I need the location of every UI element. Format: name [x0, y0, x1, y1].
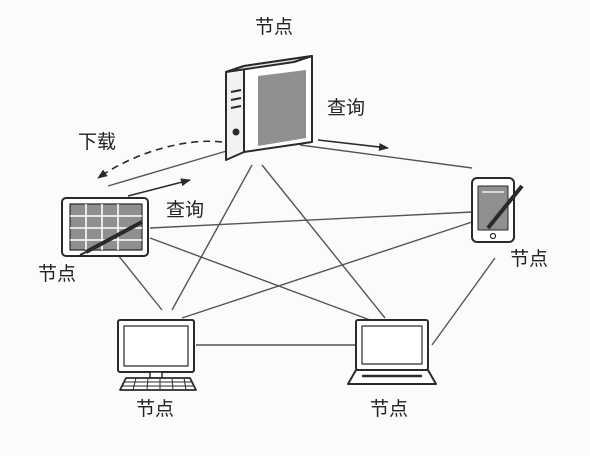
download-label: 下载: [78, 131, 117, 153]
query-label-left: 查询: [166, 199, 205, 221]
laptop-icon: [347, 319, 437, 385]
link-tablet-phone: [149, 211, 473, 229]
query-arrow-top: [317, 139, 389, 151]
desktop-icon: [117, 319, 197, 391]
server-node-label: 节点: [255, 16, 294, 38]
network-links: [107, 144, 496, 346]
phone-node-label: 节点: [510, 248, 549, 270]
link-server-laptop: [261, 164, 386, 319]
desktop-node-label: 节点: [136, 398, 175, 420]
tablet-icon: [61, 197, 149, 257]
link-server-tablet: [107, 149, 231, 187]
download-arrow: [97, 140, 223, 179]
tablet-node-label: 节点: [38, 263, 77, 285]
query-arrow-left: [127, 178, 191, 197]
laptop-node-label: 节点: [370, 398, 409, 420]
phone-icon: [471, 177, 524, 243]
link-tablet-desktop: [117, 254, 163, 311]
link-phone-laptop: [431, 257, 496, 346]
link-server-desktop: [171, 164, 253, 311]
link-desktop-phone: [181, 221, 473, 319]
server-icon: [225, 55, 313, 161]
query-label-top: 查询: [327, 97, 366, 119]
link-server-phone: [299, 144, 473, 169]
link-tablet-laptop: [149, 237, 371, 321]
